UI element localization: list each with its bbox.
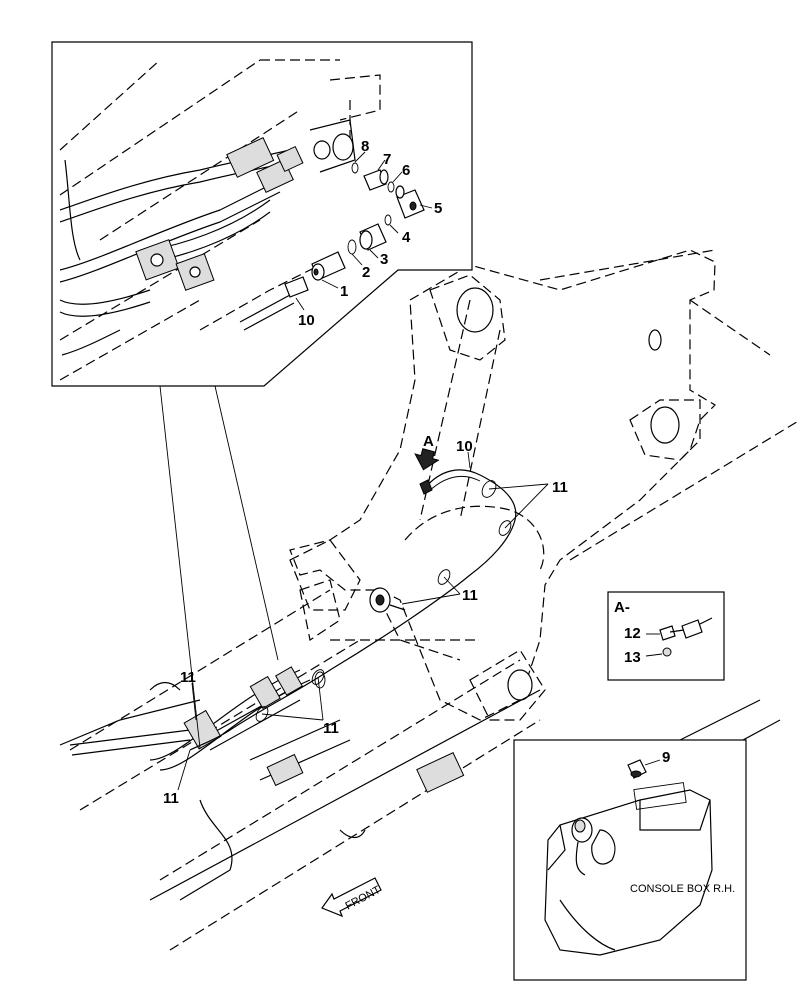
callout-13: 13: [624, 649, 641, 666]
slot-hole: [648, 329, 662, 351]
callout-2: 2: [362, 264, 370, 281]
fitting-3: [359, 223, 387, 251]
console-inset-frame: [513, 739, 747, 981]
pressure-switch-1: [311, 251, 346, 281]
inset-leader-right: [214, 385, 279, 661]
callout-11-upper: 11: [552, 479, 568, 496]
inset-leader-left: [159, 385, 201, 749]
joystick-base: [591, 829, 616, 865]
view-arrow-a: A: [414, 433, 440, 471]
detail-a-label: A-: [614, 599, 630, 616]
pivot-hole-upper: [456, 287, 494, 333]
callout-11-middle: 11: [462, 587, 478, 604]
detail-inset: 8 7 6 5 4 3 2 1 10: [51, 41, 473, 749]
main-callouts: 10 11 11 11 11 11: [163, 438, 568, 807]
console-box-body: [544, 789, 713, 956]
view-arrow-label: A: [423, 433, 434, 450]
callout-12: 12: [624, 625, 641, 642]
fitting-6: [387, 181, 395, 193]
callout-11-valve-right: 11: [323, 720, 339, 737]
fitting-5: [395, 185, 425, 219]
console-box-inset: 9 CONSOLE BOX R.H.: [513, 739, 747, 981]
callout-3: 3: [380, 251, 388, 268]
pivot-hole-right: [650, 406, 680, 444]
view-arrow-icon: [414, 448, 440, 471]
callout-10-inset: 10: [298, 312, 315, 329]
detail-inset-frame: [51, 41, 473, 387]
valve-hose-cluster: [69, 666, 465, 839]
clamp-ring: [481, 480, 497, 498]
front-indicator: FRONT: [321, 877, 383, 918]
callout-7: 7: [383, 151, 391, 168]
callout-5: 5: [434, 200, 442, 217]
fitting-4: [384, 214, 392, 226]
callout-11-valve-top: 11: [180, 669, 196, 686]
callout-8: 8: [361, 138, 369, 155]
fitting-8: [351, 162, 359, 174]
detail-a-inset: A- 12 13: [607, 591, 725, 681]
callout-6: 6: [402, 162, 410, 179]
fitting-7: [363, 169, 389, 191]
clamp-12: [659, 625, 676, 641]
port-plug: [332, 133, 354, 161]
bolt-13: [662, 647, 672, 657]
console-panel: [633, 782, 687, 810]
pivot-hole-lower: [507, 669, 533, 701]
boom-bracket: [289, 249, 771, 721]
callout-4: 4: [402, 229, 411, 246]
wire-harness: [189, 469, 517, 751]
front-arrow-icon: [321, 877, 382, 918]
callout-11-valve-bottom: 11: [163, 790, 179, 807]
console-box-label: CONSOLE BOX R.H.: [630, 883, 735, 895]
callout-9: 9: [662, 749, 670, 766]
harness-connector-10: [239, 276, 309, 331]
callout-10-main: 10: [456, 438, 473, 455]
callout-1: 1: [340, 283, 348, 300]
